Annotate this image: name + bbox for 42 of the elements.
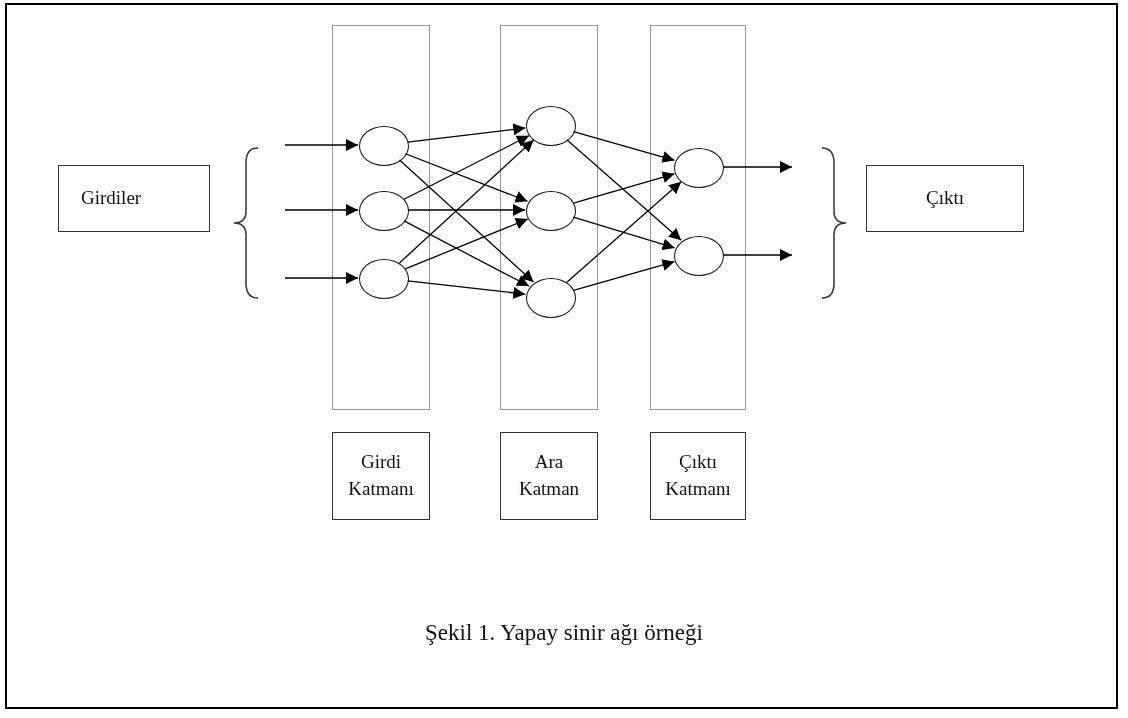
layer-panel (500, 25, 598, 410)
neuron-circle (674, 148, 724, 188)
neuron-circle (526, 191, 576, 231)
layer-panel (332, 25, 430, 410)
box-label: Çıktı (926, 186, 964, 211)
arrow (284, 272, 359, 284)
arrow (404, 153, 529, 203)
arrow (404, 218, 529, 270)
arrow (403, 135, 530, 200)
arrow (284, 204, 359, 216)
arrow (398, 139, 535, 264)
arrow (566, 139, 682, 241)
box-label: Girdiler (81, 186, 142, 211)
label-box (866, 165, 1024, 232)
arrow (572, 259, 676, 291)
label-box (650, 432, 746, 520)
arrow (407, 123, 526, 143)
arrow (407, 204, 526, 216)
arrow (722, 161, 793, 173)
neuron-circle (674, 236, 724, 276)
caption: Şekil 1. Yapay sinir ağı örneği (425, 620, 703, 645)
arrow (407, 280, 526, 299)
arrow (572, 216, 676, 251)
box-label: Çıktı Katmanı (664, 450, 732, 501)
arrow (284, 139, 359, 151)
arrow (722, 249, 793, 261)
box-label: Ara Katman (517, 450, 581, 501)
arrow (403, 220, 530, 287)
layer-panel (650, 25, 746, 410)
label-box (332, 432, 430, 520)
arrow (572, 171, 676, 204)
arrow (398, 159, 535, 283)
label-box (500, 432, 598, 520)
neuron-circle (359, 126, 409, 166)
neuron-circle (359, 191, 409, 231)
neuron-circle (359, 259, 409, 299)
label-box (58, 165, 210, 232)
arrow (566, 181, 682, 283)
neuron-circle (526, 278, 576, 318)
box-label: Girdi Katmanı (347, 450, 415, 501)
neuron-circle (526, 106, 576, 146)
arrow (572, 131, 676, 163)
